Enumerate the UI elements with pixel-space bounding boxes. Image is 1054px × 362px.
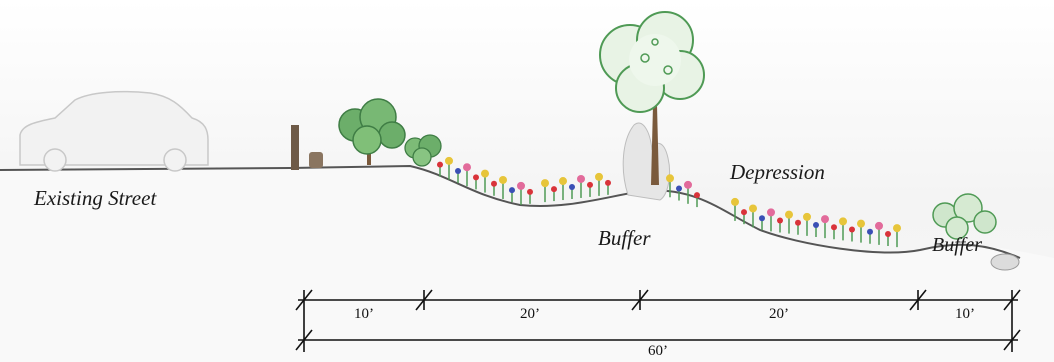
flower-bloom <box>605 179 611 186</box>
flower-bloom <box>473 174 479 181</box>
dimension-20ft-left: 20’ <box>520 306 540 322</box>
car-outline <box>19 90 209 172</box>
flower-bloom <box>559 177 567 186</box>
flower-bloom <box>517 181 525 190</box>
flower-bloom <box>893 224 901 233</box>
flower-bloom <box>527 188 533 195</box>
flower-bloom <box>831 224 837 231</box>
stump <box>309 152 323 168</box>
flower-bloom <box>885 231 891 237</box>
dimension-10ft-right: 10’ <box>955 306 975 322</box>
flower-bloom <box>463 163 471 172</box>
dimension-10ft-left: 10’ <box>354 306 374 322</box>
flower-bloom <box>481 169 489 178</box>
flower-plantings <box>437 156 901 248</box>
flower-bloom <box>839 217 847 226</box>
flower-bloom <box>676 185 682 192</box>
flower-bloom <box>577 174 585 183</box>
flower-bloom <box>849 226 855 233</box>
flower-bloom <box>491 180 497 187</box>
label-buffer-right: Buffer <box>932 234 982 256</box>
flower-bloom <box>785 210 793 219</box>
shrub-small <box>404 134 442 167</box>
flower-bloom <box>777 217 783 224</box>
flower-bloom <box>857 219 865 228</box>
flower-bloom <box>731 197 739 206</box>
flower-bloom <box>595 172 603 181</box>
flower-bloom <box>569 184 575 190</box>
flower-bloom <box>437 161 443 168</box>
flower-bloom <box>813 222 819 228</box>
label-existing-street: Existing Street <box>34 186 157 210</box>
flower-bloom <box>445 156 453 165</box>
flower-bloom <box>694 192 700 199</box>
dimension-60ft-total: 60’ <box>648 343 668 359</box>
flower-bloom <box>749 204 757 213</box>
flower-bloom <box>803 212 811 221</box>
flower-bloom <box>767 208 775 217</box>
dimension-lines <box>295 289 1021 352</box>
rock <box>990 253 1020 271</box>
faded-shrub <box>622 122 671 201</box>
label-buffer-center: Buffer <box>598 226 651 250</box>
flower-bloom <box>551 186 557 193</box>
flower-bloom <box>759 215 765 222</box>
flower-bloom <box>684 180 692 189</box>
shrub-large <box>338 98 406 165</box>
tree <box>599 11 705 185</box>
flower-bloom <box>795 219 801 226</box>
flower-bloom <box>541 179 549 188</box>
dimension-20ft-right: 20’ <box>769 306 789 322</box>
flower-bloom <box>741 209 747 216</box>
flower-bloom <box>509 187 515 194</box>
ground-fill <box>0 166 1054 362</box>
flower-bloom <box>867 228 873 235</box>
flower-bloom <box>821 215 829 224</box>
label-depression: Depression <box>730 160 825 184</box>
shrub-right <box>932 193 997 240</box>
post <box>291 125 299 170</box>
flower-bloom <box>666 174 674 183</box>
flower-bloom <box>499 175 507 184</box>
flower-bloom <box>455 168 461 175</box>
flower-bloom <box>875 221 883 230</box>
flower-bloom <box>587 181 593 188</box>
ground-profile <box>0 164 1021 259</box>
